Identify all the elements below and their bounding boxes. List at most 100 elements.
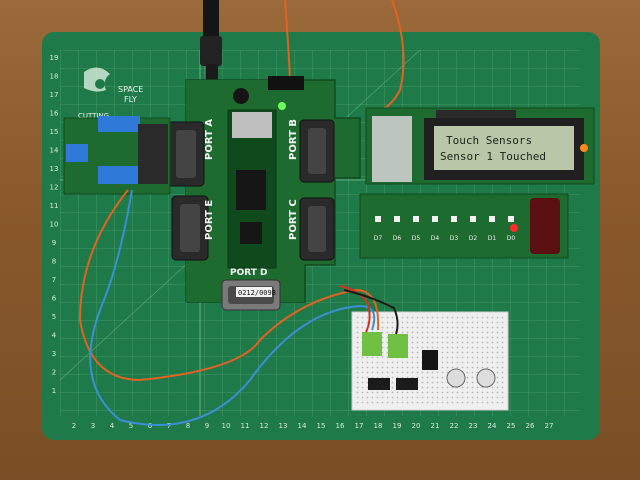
bottom-ruler-tick: 17 — [355, 422, 364, 430]
bottom-ruler-tick: 16 — [336, 422, 345, 430]
led-label: D3 — [450, 235, 459, 242]
brand-line2: FLY — [124, 95, 137, 104]
led-label: D5 — [412, 235, 421, 242]
bottom-ruler-tick: 12 — [260, 422, 269, 430]
bottom-ruler-tick: 22 — [450, 422, 459, 430]
led-label: D7 — [374, 235, 383, 242]
left-ruler-tick: 12 — [50, 184, 59, 192]
bottom-ruler-tick: 18 — [374, 422, 383, 430]
led-indicator — [451, 216, 457, 222]
blue-terminal-left — [66, 144, 88, 162]
led-indicator — [470, 216, 476, 222]
contrast-trimmer — [580, 144, 588, 152]
bottom-ruler-tick: 25 — [507, 422, 516, 430]
port-c-label: PORT C — [288, 199, 299, 240]
left-ruler-tick: 17 — [50, 91, 59, 99]
left-ruler-tick: 15 — [50, 128, 59, 136]
bottom-ruler-tick: 14 — [298, 422, 307, 430]
fly-logo-icon — [84, 67, 110, 92]
blue-terminal-bottom — [98, 166, 142, 184]
wires — [78, 189, 399, 426]
brand-cutting: CUTTING — [78, 112, 109, 120]
bottom-ruler-tick: 24 — [488, 422, 497, 430]
bottom-ruler-tick: 6 — [148, 422, 153, 430]
led-label: D2 — [469, 235, 478, 242]
bottom-ruler-tick: 9 — [205, 422, 209, 430]
port-a-connector — [167, 121, 205, 187]
port-c-connector — [299, 197, 335, 261]
terminal-board — [63, 116, 171, 195]
green-terminal-2 — [388, 334, 408, 358]
touch-sensor-2-icon — [476, 368, 496, 388]
lit-led — [510, 224, 518, 232]
bottom-ruler-tick: 8 — [186, 422, 190, 430]
port-b-label: PORT B — [288, 119, 299, 160]
led-indicator — [432, 216, 438, 222]
usb-connector — [232, 112, 272, 138]
left-ruler-tick: 8 — [52, 258, 56, 266]
led-label: D1 — [488, 235, 497, 242]
port-e-connector — [171, 195, 209, 261]
led-board: D7 D6 D5 D4 D3 D2 D1 D0 — [359, 193, 569, 259]
led-label: D0 — [507, 235, 516, 242]
screw-terminal — [268, 76, 304, 90]
touch-sensor-1-icon — [446, 368, 466, 388]
bottom-ruler-tick: 10 — [222, 422, 231, 430]
bottom-ruler-tick: 21 — [431, 422, 440, 430]
left-ruler-tick: 6 — [52, 295, 57, 303]
bottom-ruler-tick: 13 — [279, 422, 288, 430]
left-ruler-tick: 2 — [52, 369, 56, 377]
left-ruler-tick: 4 — [52, 332, 57, 340]
bottom-ruler-tick: 3 — [91, 422, 95, 430]
left-ruler-tick: 19 — [50, 54, 59, 62]
power-led — [278, 102, 286, 110]
left-ruler-tick: 11 — [50, 202, 59, 210]
bottom-ruler-tick: 20 — [412, 422, 421, 430]
lcd-screen — [434, 126, 574, 170]
left-ruler-tick: 3 — [52, 350, 56, 358]
led-indicator — [489, 216, 495, 222]
left-ruler-tick: 13 — [50, 165, 59, 173]
left-ruler-tick: 16 — [50, 110, 59, 118]
bottom-ruler-tick: 7 — [167, 422, 171, 430]
led-indicator — [413, 216, 419, 222]
lcd-line2: Sensor 1 Touched — [440, 150, 546, 163]
bottom-ruler-tick: 19 — [393, 422, 402, 430]
port-e-label: PORT E — [204, 200, 215, 240]
led-indicator — [508, 216, 514, 222]
led-label: D4 — [431, 235, 440, 242]
led-label-row: D7 D6 D5 D4 D3 D2 D1 D0 — [374, 216, 516, 242]
blue-wire — [89, 189, 376, 426]
port-b-connector — [299, 119, 335, 183]
serial-sticker — [236, 287, 272, 297]
power-jack — [200, 0, 222, 94]
main-board: PORT A PORT B PORT C PORT E PORT D 0212/… — [167, 76, 361, 311]
bottom-ruler-tick: 4 — [110, 422, 115, 430]
mat-logo: SPACE FLY CUTTING — [78, 67, 143, 120]
left-ruler-tick: 9 — [52, 239, 56, 247]
bottom-ruler-tick: 5 — [129, 422, 133, 430]
left-ruler-tick: 18 — [50, 73, 59, 81]
left-ruler-tick: 14 — [50, 147, 59, 155]
bottom-ruler-tick: 23 — [469, 422, 478, 430]
bottom-ruler-tick: 15 — [317, 422, 326, 430]
led-indicator — [375, 216, 381, 222]
left-ruler-tick: 5 — [52, 313, 56, 321]
serial-tag: 0212/0098 — [238, 289, 276, 297]
lcd-line1: Touch Sensors — [446, 134, 532, 147]
led-label: D6 — [393, 235, 402, 242]
ic-chip — [422, 350, 438, 370]
port-d-label: PORT D — [230, 268, 268, 278]
led-board-connector — [530, 198, 560, 254]
bottom-ruler-tick: 2 — [72, 422, 76, 430]
blue-terminal-top — [98, 116, 140, 132]
bottom-ruler-tick: 11 — [241, 422, 250, 430]
orange-wire — [78, 189, 380, 382]
left-ruler-tick: 1 — [52, 387, 56, 395]
reset-button — [233, 88, 249, 104]
prototype-board — [351, 311, 509, 411]
